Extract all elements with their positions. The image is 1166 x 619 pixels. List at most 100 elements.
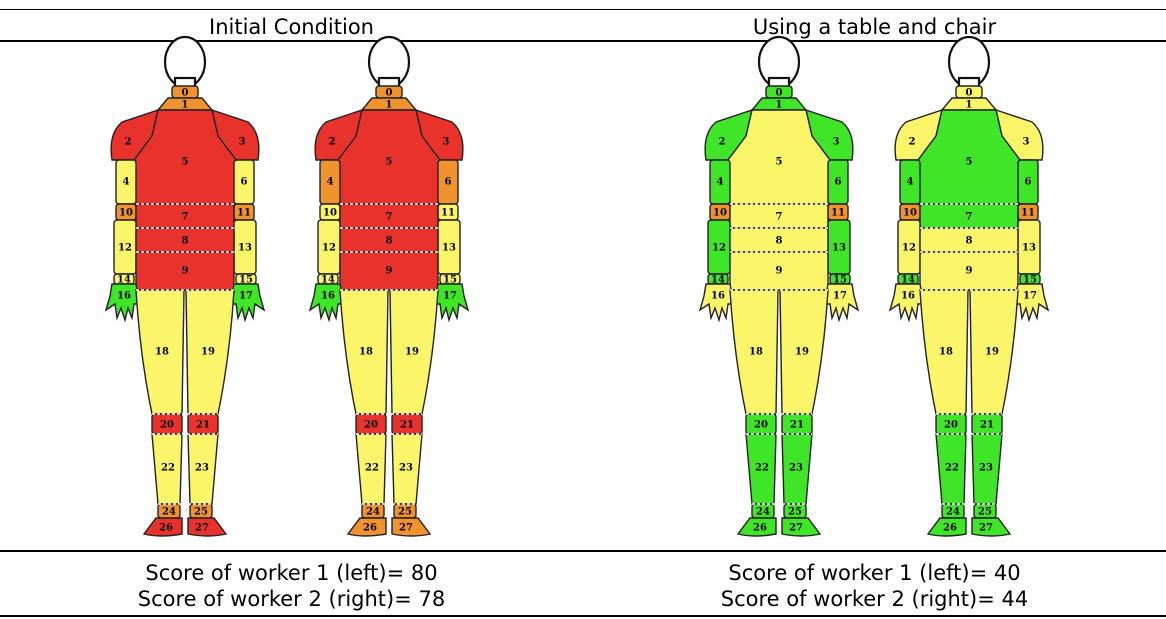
segment-number-27: 27 (789, 523, 803, 534)
segment-number-18: 18 (155, 347, 169, 358)
segment-number-10: 10 (903, 208, 917, 219)
segment-number-21: 21 (400, 420, 414, 431)
segment-17 (824, 284, 858, 320)
segment-number-11: 11 (441, 208, 455, 219)
column-heading-table-chair: Using a table and chair (583, 14, 1166, 40)
segment-number-23: 23 (789, 463, 803, 474)
segment-number-26: 26 (753, 523, 767, 534)
segment-number-13: 13 (442, 243, 456, 254)
segment-number-8: 8 (776, 236, 783, 247)
segment-number-11: 11 (1021, 208, 1035, 219)
segment-number-16: 16 (117, 291, 131, 302)
segment-number-0: 0 (386, 88, 393, 99)
segment-number-2: 2 (329, 137, 336, 148)
segment-number-6: 6 (1025, 177, 1032, 188)
segment-number-10: 10 (119, 208, 133, 219)
segment-number-2: 2 (719, 137, 726, 148)
segment-number-26: 26 (363, 523, 377, 534)
segment-number-12: 12 (118, 243, 132, 254)
segment-number-3: 3 (239, 137, 246, 148)
segment-number-25: 25 (788, 507, 802, 518)
segment-number-24: 24 (162, 507, 176, 518)
segment-number-6: 6 (445, 177, 452, 188)
segment-number-23: 23 (979, 463, 993, 474)
segment-number-8: 8 (386, 236, 393, 247)
segment-number-2: 2 (909, 137, 916, 148)
segment-number-18: 18 (359, 347, 373, 358)
segment-number-4: 4 (123, 177, 130, 188)
segment-number-9: 9 (966, 266, 973, 277)
segment-number-15: 15 (833, 275, 847, 286)
segment-number-22: 22 (755, 463, 769, 474)
segment-number-8: 8 (182, 236, 189, 247)
segment-16 (890, 284, 924, 320)
segment-number-25: 25 (398, 507, 412, 518)
segment-number-19: 19 (795, 347, 809, 358)
segment-number-24: 24 (946, 507, 960, 518)
score-table-worker-1: Score of worker 1 (left)= 40 (583, 560, 1166, 586)
segment-number-5: 5 (182, 157, 189, 168)
segment-number-13: 13 (1022, 243, 1036, 254)
segment-number-3: 3 (833, 137, 840, 148)
segment-number-9: 9 (386, 266, 393, 277)
segment-number-22: 22 (365, 463, 379, 474)
segment-number-6: 6 (835, 177, 842, 188)
segment-number-21: 21 (196, 420, 210, 431)
segment-number-12: 12 (712, 243, 726, 254)
segment-number-1: 1 (386, 100, 393, 111)
segment-number-20: 20 (754, 420, 768, 431)
segment-number-11: 11 (237, 208, 251, 219)
segment-number-16: 16 (321, 291, 335, 302)
segment-number-10: 10 (713, 208, 727, 219)
segment-number-1: 1 (182, 100, 189, 111)
segment-number-0: 0 (182, 88, 189, 99)
segment-number-7: 7 (776, 212, 783, 223)
segment-number-14: 14 (711, 275, 725, 286)
segment-number-13: 13 (832, 243, 846, 254)
segment-16 (310, 284, 344, 320)
segment-number-5: 5 (776, 157, 783, 168)
segment-number-15: 15 (443, 275, 457, 286)
segment-number-10: 10 (323, 208, 337, 219)
segment-number-20: 20 (944, 420, 958, 431)
segment-number-12: 12 (902, 243, 916, 254)
column-heading-initial: Initial Condition (0, 14, 583, 40)
segment-number-18: 18 (939, 347, 953, 358)
segment-number-20: 20 (160, 420, 174, 431)
segment-number-21: 21 (980, 420, 994, 431)
segment-number-17: 17 (239, 291, 253, 302)
score-initial-worker-1: Score of worker 1 (left)= 80 (0, 560, 583, 586)
segment-number-13: 13 (238, 243, 252, 254)
segment-number-25: 25 (978, 507, 992, 518)
segment-number-17: 17 (833, 291, 847, 302)
segment-17 (230, 284, 264, 320)
segment-number-2: 2 (125, 137, 132, 148)
segment-number-16: 16 (901, 291, 915, 302)
segment-number-24: 24 (756, 507, 770, 518)
segment-number-5: 5 (966, 157, 973, 168)
segment-number-19: 19 (405, 347, 419, 358)
segment-number-9: 9 (182, 266, 189, 277)
segment-number-0: 0 (966, 88, 973, 99)
segment-number-14: 14 (901, 275, 915, 286)
segment-number-22: 22 (945, 463, 959, 474)
score-table-worker-2: Score of worker 2 (right)= 44 (583, 586, 1166, 612)
segment-number-15: 15 (1023, 275, 1037, 286)
segment-number-19: 19 (201, 347, 215, 358)
segment-number-12: 12 (322, 243, 336, 254)
segment-number-0: 0 (776, 88, 783, 99)
segment-number-19: 19 (985, 347, 999, 358)
segment-number-23: 23 (399, 463, 413, 474)
segment-number-4: 4 (717, 177, 724, 188)
segment-number-17: 17 (443, 291, 457, 302)
segment-number-7: 7 (182, 212, 189, 223)
segment-number-7: 7 (966, 212, 973, 223)
segment-number-27: 27 (399, 523, 413, 534)
segment-number-4: 4 (907, 177, 914, 188)
segment-number-9: 9 (776, 266, 783, 277)
segment-number-17: 17 (1023, 291, 1037, 302)
